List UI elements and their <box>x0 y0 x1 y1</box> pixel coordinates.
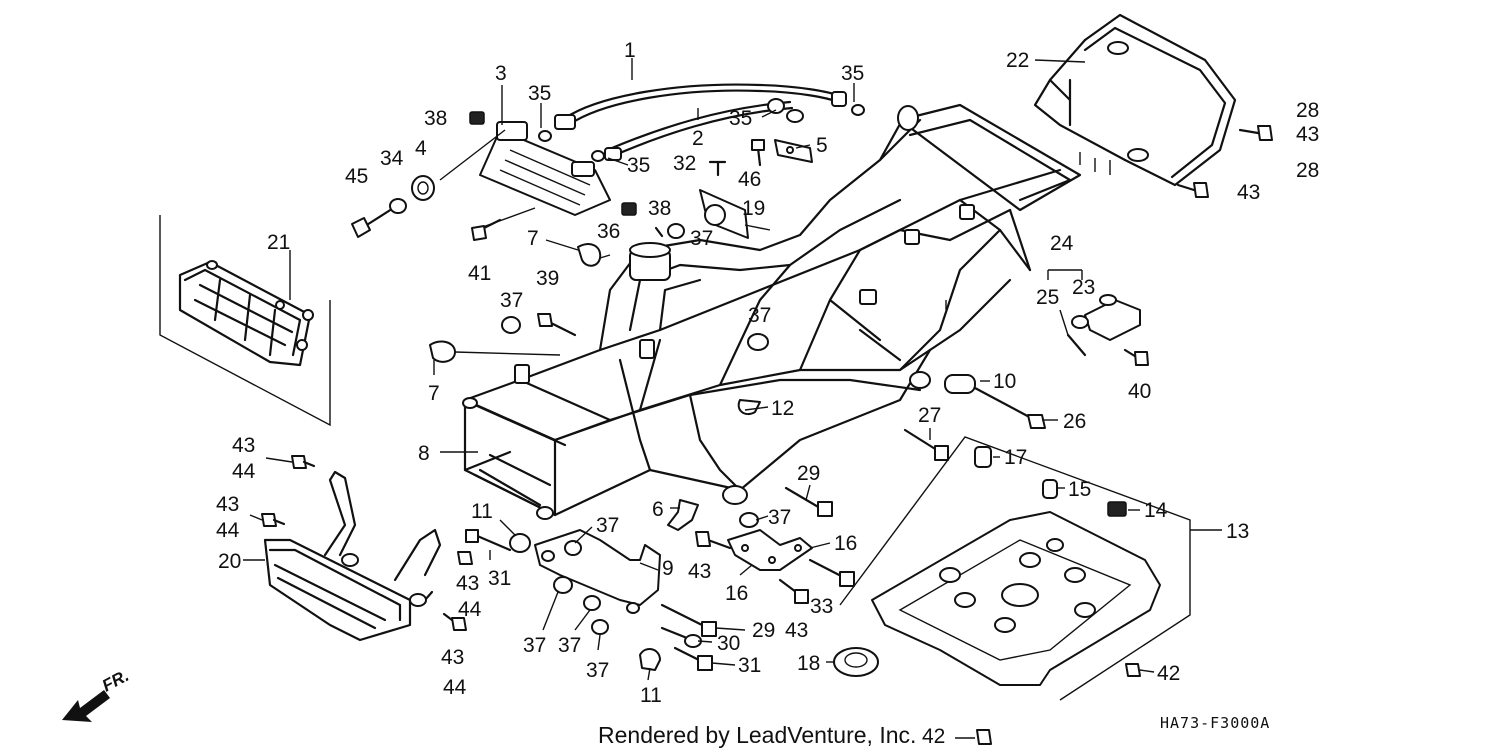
callout-12: 12 <box>771 397 794 420</box>
callout-37-low3: 37 <box>586 659 609 682</box>
callout-27: 27 <box>918 404 941 427</box>
callout-3: 3 <box>495 62 507 85</box>
callout-43-bumper-low: 43 <box>441 646 464 669</box>
callout-44-bumper-right: 44 <box>458 598 482 621</box>
right-hardware-drawing <box>903 125 1273 517</box>
front-bumper-box-drawing <box>159 215 331 427</box>
callout-18: 18 <box>797 652 820 675</box>
callout-38-mid: 38 <box>648 197 671 220</box>
callout-44-bumper-mid: 44 <box>216 519 240 542</box>
callout-16-right: 16 <box>834 532 857 555</box>
callout-25: 25 <box>1036 286 1059 309</box>
callout-34: 34 <box>380 147 404 170</box>
footer-part-ref: 42 <box>922 725 945 748</box>
main-frame-drawing <box>462 103 1082 520</box>
callout-1: 1 <box>624 39 636 62</box>
callout-39: 39 <box>536 267 559 290</box>
callout-11-lower: 11 <box>640 684 662 707</box>
callout-7-upper: 7 <box>527 227 539 250</box>
callout-37-low1: 37 <box>523 634 546 657</box>
brake-hoses-drawing <box>538 83 865 162</box>
callout-40: 40 <box>1128 380 1151 403</box>
callout-21: 21 <box>267 231 290 254</box>
callout-8: 8 <box>418 442 430 465</box>
diagram-code: HA73-F3000A <box>1160 714 1270 732</box>
callout-45: 45 <box>345 165 368 188</box>
callout-15: 15 <box>1068 478 1091 501</box>
footer: Rendered by LeadVenture, Inc. 42 HA73-F3… <box>598 714 1270 748</box>
front-bumper-drawing <box>261 455 473 642</box>
callout-31-right: 31 <box>738 654 761 677</box>
callout-43-bumper-top: 43 <box>232 434 255 457</box>
left-hardware-drawing <box>351 111 813 416</box>
callout-43-bolt33: 43 <box>785 619 808 642</box>
callout-31-left: 31 <box>488 567 511 590</box>
callout-16-left: 16 <box>725 582 748 605</box>
callout-24: 24 <box>1050 232 1074 255</box>
callout-37-plate: 37 <box>768 506 791 529</box>
callout-44-bumper-low: 44 <box>443 676 467 699</box>
lower-brackets-drawing <box>465 486 855 671</box>
callout-2: 2 <box>692 127 704 150</box>
callout-11-upper: 11 <box>471 500 493 523</box>
callout-42-plate: 42 <box>1157 662 1180 685</box>
callout-36: 36 <box>597 220 620 243</box>
callout-41: 41 <box>468 262 491 285</box>
callout-14: 14 <box>1144 499 1168 522</box>
callout-35-mid: 35 <box>729 107 752 130</box>
callout-5: 5 <box>816 134 828 157</box>
front-direction-arrow: FR. <box>62 666 132 722</box>
callout-43-rack-upper: 43 <box>1296 123 1319 146</box>
callout-19: 19 <box>742 197 765 220</box>
callout-6: 6 <box>652 498 664 521</box>
front-arrow-icon <box>62 690 110 722</box>
callout-43-plate: 43 <box>688 560 711 583</box>
callout-labels: 1 2 3 4 5 6 7 7 8 9 10 11 11 12 13 14 15… <box>216 39 1319 707</box>
callout-37-centre: 37 <box>748 304 771 327</box>
callout-37-low2: 37 <box>558 634 581 657</box>
callout-9: 9 <box>662 557 674 580</box>
oil-cooler-drawing <box>439 121 611 229</box>
footer-credit: Rendered by LeadVenture, Inc. <box>598 722 916 748</box>
callout-4: 4 <box>415 137 427 160</box>
callout-43-rack-lower: 43 <box>1237 181 1260 204</box>
callout-29-lower: 29 <box>752 619 775 642</box>
callout-43-bumper-right: 43 <box>456 572 479 595</box>
callout-7-lower: 7 <box>428 382 440 405</box>
callout-37-bracket: 37 <box>596 514 619 537</box>
callout-35-cooler: 35 <box>627 154 650 177</box>
rear-rack-drawing <box>1033 13 1237 187</box>
callout-13: 13 <box>1226 520 1249 543</box>
callout-38-left: 38 <box>424 107 447 130</box>
callout-28-upper: 28 <box>1296 99 1319 122</box>
callout-35-right: 35 <box>841 62 864 85</box>
callout-37-top: 37 <box>690 227 713 250</box>
callout-17: 17 <box>1004 446 1027 469</box>
skid-plate-drawing <box>833 436 1191 701</box>
callout-44-bumper-top: 44 <box>232 460 256 483</box>
callout-35-left: 35 <box>528 82 551 105</box>
callout-29-upper: 29 <box>797 462 820 485</box>
callout-32: 32 <box>673 152 696 175</box>
callout-37-left: 37 <box>500 289 523 312</box>
callout-46: 46 <box>738 168 761 191</box>
leader-lines <box>243 58 1222 739</box>
callout-23: 23 <box>1072 276 1095 299</box>
footer-bolt-icon <box>976 729 992 745</box>
callout-30: 30 <box>717 632 740 655</box>
callout-28-lower: 28 <box>1296 159 1319 182</box>
callout-10: 10 <box>993 370 1016 393</box>
callout-33: 33 <box>810 595 833 618</box>
callout-26: 26 <box>1063 410 1086 433</box>
callout-22: 22 <box>1006 49 1029 72</box>
callout-20: 20 <box>218 550 241 573</box>
callout-43-bumper-mid: 43 <box>216 493 239 516</box>
